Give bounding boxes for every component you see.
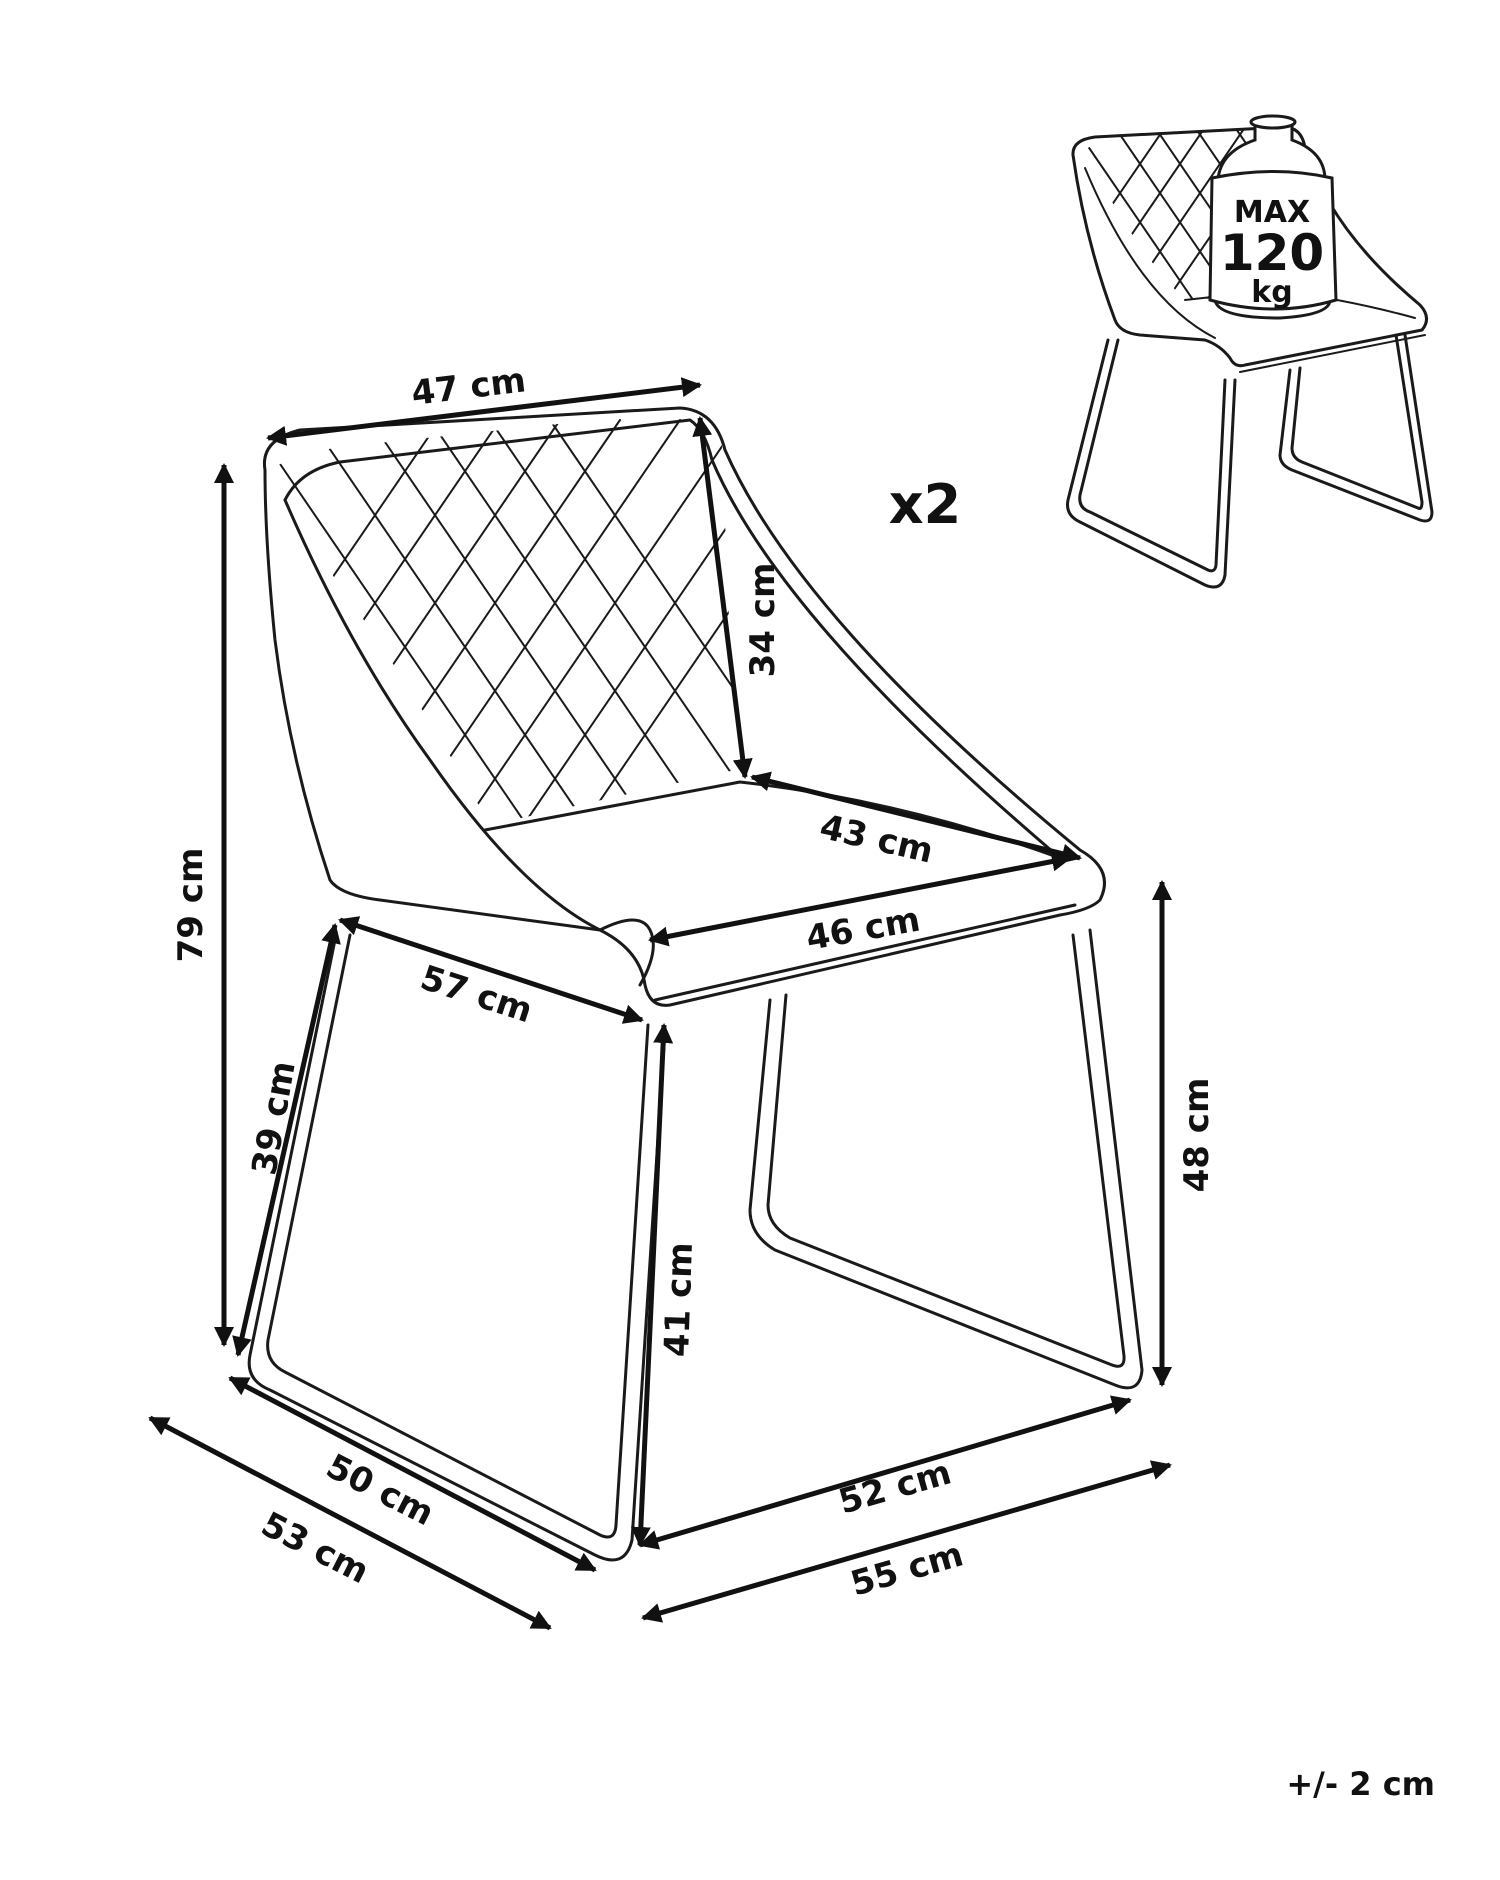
dim-base-width-inner: 52 cm [834, 1452, 955, 1522]
dim-base-width-outer: 55 cm [846, 1534, 967, 1604]
dim-backrest-height: 34 cm [743, 563, 783, 678]
weight-value: 120 [1220, 224, 1324, 282]
weight-unit: kg [1251, 275, 1292, 310]
quantity-multiplier: x2 [889, 473, 961, 536]
dim-seat-height: 48 cm [1177, 1078, 1217, 1193]
dim-overall-height: 79 cm [171, 848, 211, 963]
dim-seat-side-depth: 57 cm [416, 958, 537, 1031]
weight-icon: MAX 120 kg [1208, 114, 1338, 320]
dim-leg-height-side: 39 cm [245, 1058, 304, 1178]
dimension-arrows [148, 377, 1172, 1631]
chair-illustration [247, 406, 1144, 1562]
weight-max-label: MAX [1234, 195, 1310, 230]
tolerance-note: +/- 2 cm [1286, 1765, 1435, 1803]
dim-base-depth-outer: 53 cm [255, 1504, 375, 1592]
dim-leg-height-front: 41 cm [657, 1242, 701, 1358]
